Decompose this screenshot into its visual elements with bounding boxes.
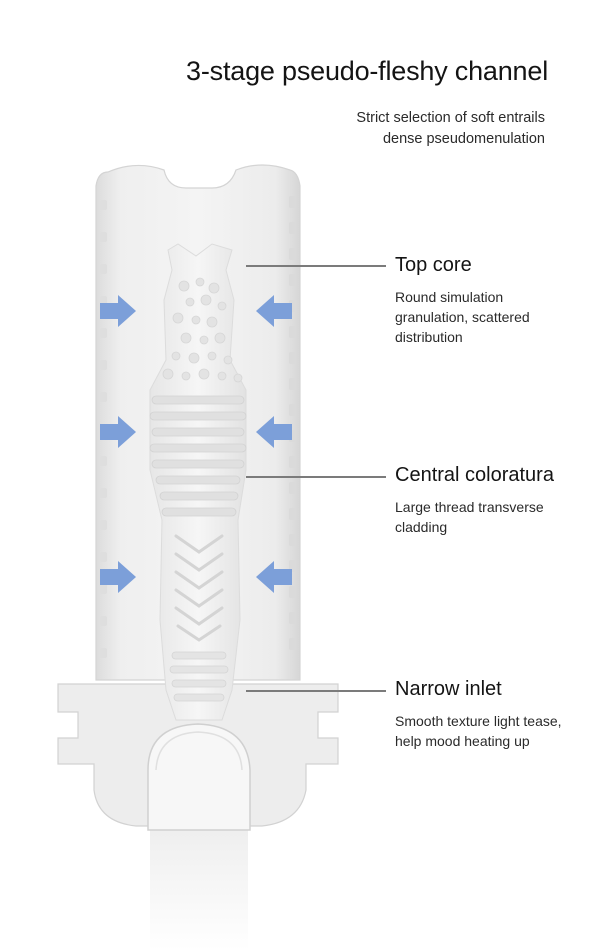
page-subtitle: Strict selection of soft entrails dense … (356, 108, 545, 150)
arrow-left-icon (256, 295, 292, 327)
arrow-right-icon (100, 416, 136, 448)
feature-description-line: cladding (395, 519, 448, 535)
arrow-right-icon (100, 561, 136, 593)
leader-line-top-core (246, 265, 386, 267)
feature-description-line: Smooth texture light tease, (395, 713, 562, 729)
feature-description: Round simulation granulation, scattered … (395, 287, 530, 347)
feature-description: Large thread transverse cladding (395, 497, 554, 537)
subtitle-line: dense pseudomenulation (382, 131, 545, 147)
arrow-left-icon (256, 561, 292, 593)
leader-line-central (246, 476, 386, 478)
inlet-tube (147, 723, 251, 831)
leader-line-inlet (246, 690, 386, 692)
arrow-right-icon (100, 295, 136, 327)
feature-description-line: Round simulation (395, 289, 504, 305)
arrow-left-icon (256, 416, 292, 448)
feature-description-line: granulation, scattered (395, 309, 530, 325)
feature-description-line: help mood heating up (395, 733, 530, 749)
chevron-pattern (174, 534, 224, 642)
feature-description-line: Large thread transverse (395, 499, 544, 515)
page-title: 3-stage pseudo-fleshy channel (186, 56, 548, 86)
feature-name: Narrow inlet (395, 678, 502, 700)
subtitle-line: Strict selection of soft entrails (356, 110, 545, 126)
feature-central-coloratura: Central coloratura Large thread transver… (395, 464, 554, 537)
feature-top-core: Top core Round simulation granulation, s… (395, 254, 530, 347)
feature-name: Top core (395, 254, 472, 276)
feature-description: Smooth texture light tease, help mood he… (395, 711, 562, 751)
feature-name: Central coloratura (395, 464, 554, 486)
central-ribs (149, 395, 247, 517)
inlet-tube-fade (150, 826, 248, 951)
inlet-rings (169, 651, 229, 702)
feature-description-line: distribution (395, 329, 463, 345)
top-core-granules (162, 277, 243, 383)
feature-narrow-inlet: Narrow inlet Smooth texture light tease,… (395, 678, 562, 751)
